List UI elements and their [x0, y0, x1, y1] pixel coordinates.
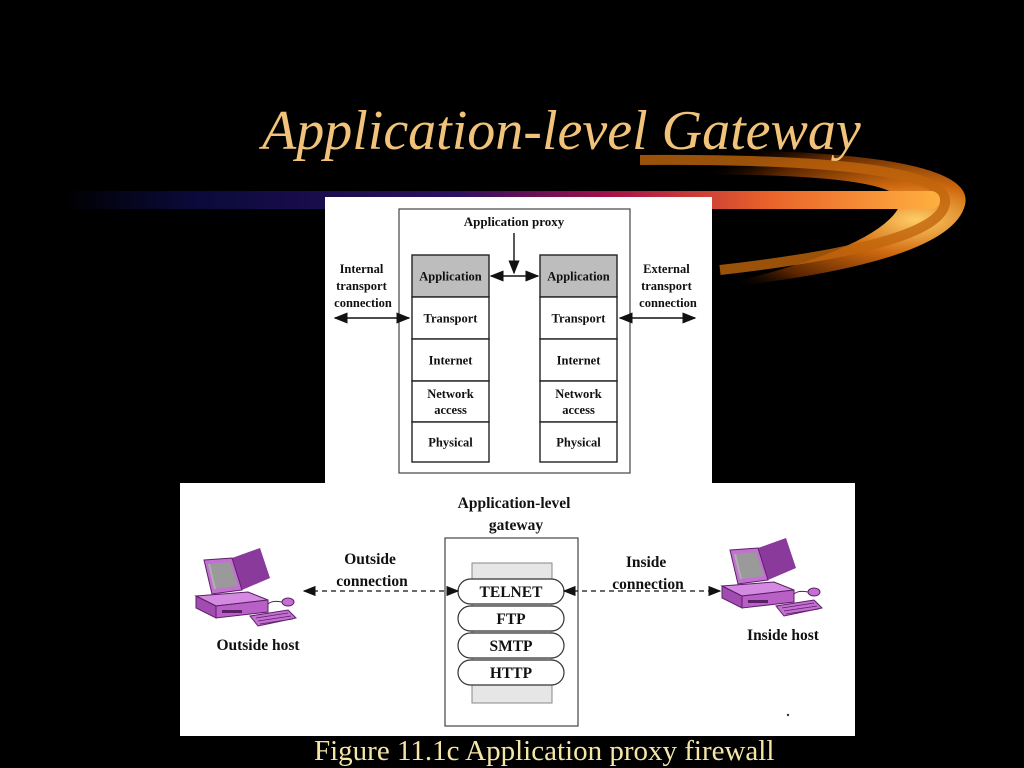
- service-label: FTP: [496, 611, 526, 628]
- gateway-diagram-panel: TELNET FTP SMTP HTTP Application-level gate…: [180, 483, 855, 736]
- external-transport-label: External transport connection: [639, 262, 697, 310]
- inside-host-label: Inside host: [747, 627, 820, 644]
- right-stack-layer-label: Physical: [556, 436, 601, 450]
- left-stack-layer-box: [411, 421, 490, 463]
- stray-dot: [786, 713, 790, 717]
- service-label: SMTP: [489, 638, 533, 655]
- proxy-enclosure: [398, 208, 631, 474]
- service-pill: [457, 659, 565, 686]
- left-stack-layer-label: Application: [419, 270, 482, 284]
- left-stack-layer-label: Transport: [424, 312, 479, 326]
- left-stack-layer-box: [411, 254, 490, 298]
- proxy-label: Application proxy: [464, 214, 565, 229]
- right-stack-layer-label: Internet: [557, 354, 602, 368]
- inside-host-computer-icon: [721, 537, 823, 617]
- left-stack-layer-box: [411, 338, 490, 382]
- gateway-title: Application-level gateway: [458, 495, 575, 534]
- right-stack-layer-label: Application: [547, 270, 610, 284]
- slide-title: Application-level Gateway: [262, 100, 861, 162]
- right-stack-layer-box: [539, 421, 618, 463]
- inside-connection-label: Inside connection: [612, 554, 684, 593]
- service-list: TELNET FTP SMTP HTTP: [457, 578, 565, 686]
- right-stack-layer-box: [539, 254, 618, 298]
- right-stack-layer-box: [539, 380, 618, 423]
- left-stack-layer-box: [411, 296, 490, 340]
- internal-transport-label: Internal transport connection: [334, 262, 392, 310]
- service-label: HTTP: [490, 665, 533, 682]
- service-pill: [457, 632, 565, 659]
- outside-host-computer-icon: [195, 547, 297, 627]
- outside-host-label: Outside host: [216, 637, 300, 654]
- right-stack-layer-label: Transport: [552, 312, 607, 326]
- left-stack-layer-label: Physical: [428, 436, 473, 450]
- gateway-diagram: TELNET FTP SMTP HTTP Application-level gate…: [195, 495, 823, 727]
- left-stack-layer-label: Internet: [429, 354, 474, 368]
- stack-diagram: Application proxy ApplicationTransportIn…: [333, 208, 697, 474]
- outside-connection-label: Outside connection: [336, 551, 408, 590]
- left-stack-layer-box: [411, 380, 490, 423]
- service-label: TELNET: [480, 584, 544, 601]
- figure-caption: Figure 11.1c Application proxy firewall: [314, 735, 775, 767]
- service-pill: [457, 605, 565, 632]
- right-stack-layer-box: [539, 296, 618, 340]
